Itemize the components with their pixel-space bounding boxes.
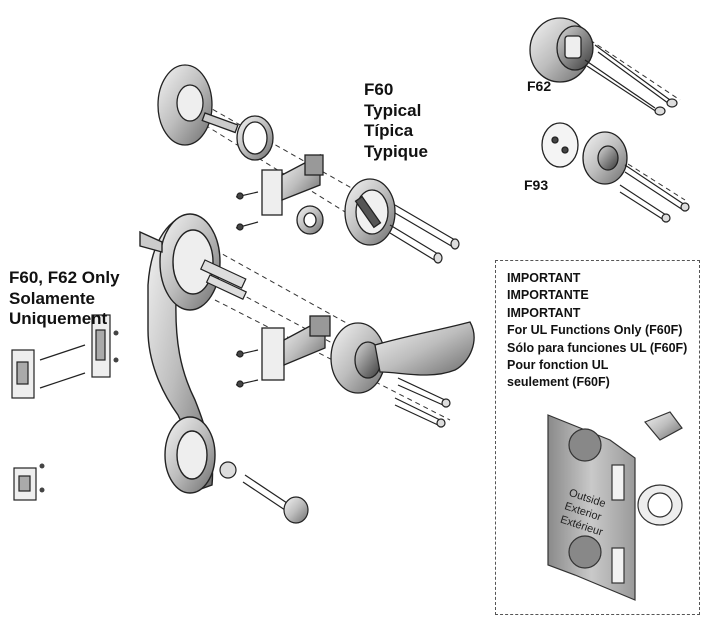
deadbolt-latch (261, 153, 324, 216)
strike-plates (11, 314, 111, 501)
drive-collar (296, 205, 324, 235)
thumbpiece-spindle (199, 259, 248, 300)
handleset-bottom-bolt (219, 461, 309, 524)
interior-lever (330, 321, 475, 394)
f62-deadbolt-cylinder (529, 17, 594, 83)
important-line: Sólo para funciones UL (F60F) (507, 340, 688, 355)
important-line: IMPORTANT (507, 271, 581, 285)
lever-screws (394, 377, 451, 428)
deadbolt-exterior-rose (157, 64, 239, 146)
label-f93: F93 (524, 177, 549, 193)
important-line: IMPORTANTE (507, 288, 589, 303)
deadbolt-trim-ring (236, 115, 274, 161)
f93-blank-plate (541, 122, 628, 185)
strike-screws (39, 330, 119, 493)
important-line: seulement (F60F) (507, 375, 610, 390)
deadbolt-bolts (389, 204, 460, 264)
label-line: F60, F62 Only (9, 268, 120, 287)
deadbolt-interior-thumbturn (344, 178, 396, 246)
f62-screws (584, 44, 678, 116)
label-line: Solamente (9, 288, 95, 308)
important-ul-box (495, 260, 700, 615)
important-line: Pour fonction UL (507, 357, 609, 372)
label-line: Typique (364, 141, 428, 161)
door-jamb-illustration (547, 414, 636, 601)
label-line: Uniquement (9, 309, 108, 329)
label-line: Typical (364, 100, 422, 120)
passage-latch (261, 315, 331, 381)
important-line: IMPORTANT (507, 305, 581, 320)
important-notice: IMPORTANT IMPORTANTE IMPORTANT For UL Fu… (507, 271, 687, 393)
label-line: F60 (364, 80, 394, 99)
exterior-handleset (139, 213, 221, 494)
label-f62: F62 (527, 78, 552, 94)
label-f60-typical: F60 Typical Típica Typique (364, 80, 428, 162)
latch-screws-lower (235, 349, 259, 388)
ul-clip-and-collar (637, 411, 683, 526)
important-line: For UL Functions Only (F60F) (507, 323, 683, 338)
latch-screws-upper (235, 191, 259, 231)
f93-screws (619, 164, 690, 223)
label-f60-f62-only: F60, F62 Only Solamente Uniquement (9, 268, 120, 330)
label-line: Típica (364, 121, 414, 141)
